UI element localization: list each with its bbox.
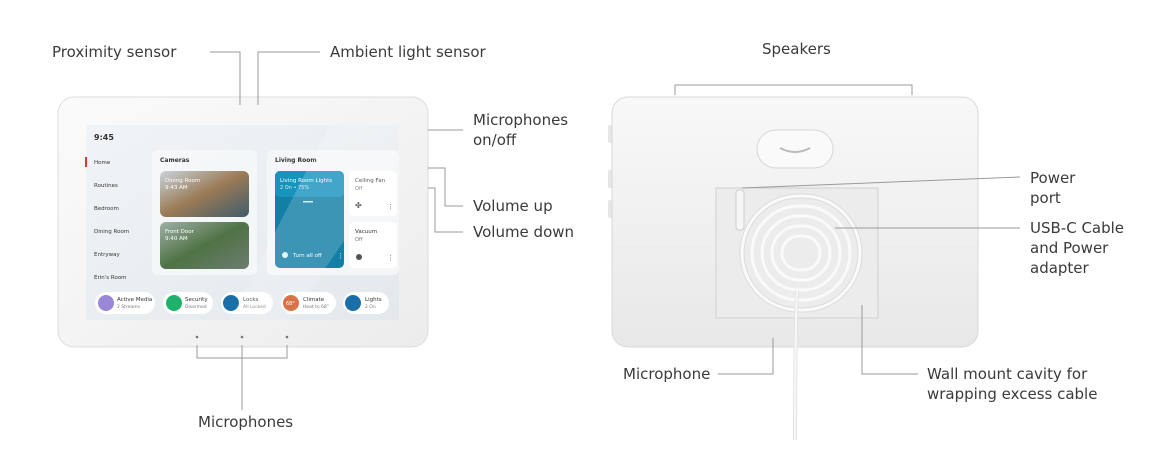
label-microphones: Microphones [198, 413, 293, 431]
microphone-hole [195, 335, 199, 339]
svg-text:All Locked: All Locked [243, 304, 266, 310]
screen-glare [230, 125, 399, 320]
label-power-port: Power [1030, 169, 1076, 187]
label-usbc-cable: USB-C Cable [1030, 219, 1124, 237]
label-wall-mount-cavity: Wall mount cavity for [927, 365, 1088, 383]
thermostat-icon [283, 295, 299, 311]
camera-dining-room[interactable] [160, 171, 249, 217]
label-volume-up: Volume up [473, 197, 553, 215]
security-icon [166, 295, 182, 311]
coiled-cable [739, 193, 863, 313]
svg-text:68°: 68° [286, 301, 295, 307]
clock: 9:45 [94, 133, 114, 142]
bulb-icon [345, 295, 361, 311]
svg-text:Climate: Climate [303, 297, 325, 303]
label-microphone: Microphone [623, 365, 710, 383]
more-icon: ⋮ [387, 203, 394, 211]
media-icon [98, 295, 114, 311]
svg-text:port: port [1030, 189, 1061, 207]
svg-text:Lights: Lights [365, 297, 382, 303]
svg-text:Living Room Lights: Living Room Lights [280, 178, 332, 184]
nav-bedroom[interactable]: Bedroom [94, 206, 119, 212]
svg-text:wrapping excess cable: wrapping excess cable [927, 385, 1097, 403]
label-volume-down: Volume down [473, 223, 574, 241]
more-icon: ⋮ [387, 254, 394, 262]
svg-text:Living Room: Living Room [275, 157, 317, 164]
back-callouts: Speakers Power port USB-C Cable and Powe… [623, 40, 1124, 403]
turn-all-off-button[interactable]: Turn all off [292, 253, 322, 259]
svg-text:Ceiling Fan: Ceiling Fan [355, 178, 386, 184]
svg-text:Off: Off [355, 237, 363, 243]
svg-text:adapter: adapter [1030, 259, 1090, 277]
svg-text:Locks: Locks [243, 297, 259, 303]
svg-text:Active Media: Active Media [117, 297, 152, 303]
logo [779, 147, 811, 153]
nav-dining-room[interactable]: Dining Room [94, 229, 129, 235]
microphone-hole [285, 335, 289, 339]
vacuum-icon [356, 254, 362, 260]
nav-entryway[interactable]: Entryway [94, 252, 121, 258]
svg-text:Heat to 68°: Heat to 68° [303, 304, 329, 310]
svg-text:Off: Off [355, 186, 363, 192]
label-speakers: Speakers [762, 40, 831, 58]
bulb-icon [282, 252, 288, 258]
nav-routines[interactable]: Routines [94, 183, 118, 189]
more-icon: ⋮ [337, 252, 344, 260]
lock-icon [223, 295, 239, 311]
svg-text:2 On: 2 On [365, 304, 376, 310]
status-chips: Active Media 2 Streams Security Disarmed… [95, 292, 389, 314]
ceiling-fan-tile[interactable] [349, 171, 397, 216]
nav-erins-room[interactable]: Erin's Room [94, 275, 127, 281]
svg-text:9:43 AM: 9:43 AM [165, 185, 188, 191]
svg-text:2 Streams: 2 Streams [117, 304, 141, 310]
front-callouts: Proximity sensor Ambient light sensor Mi… [52, 43, 574, 431]
svg-text:Security: Security [185, 297, 208, 303]
label-proximity-sensor: Proximity sensor [52, 43, 177, 61]
svg-text:Front Door: Front Door [165, 229, 195, 235]
nav-home[interactable]: Home [94, 160, 111, 166]
logo-recess [756, 129, 834, 169]
svg-text:Cameras: Cameras [160, 157, 190, 164]
active-nav-indicator [85, 157, 87, 167]
front-device: 9:45 Home Routines Bedroom Dining Room E… [57, 96, 429, 348]
svg-text:Disarmed: Disarmed [185, 304, 207, 310]
label-ambient-light-sensor: Ambient light sensor [330, 43, 487, 61]
svg-text:Vacuum: Vacuum [355, 229, 377, 235]
label-microphones-onoff: Microphones [473, 111, 568, 129]
svg-text:2 On • 75%: 2 On • 75% [280, 185, 309, 191]
svg-text:on/off: on/off [473, 131, 517, 149]
svg-text:9:40 AM: 9:40 AM [165, 236, 188, 242]
microphone-hole [240, 335, 244, 339]
svg-text:Dining Room: Dining Room [165, 178, 200, 184]
back-device [608, 96, 979, 441]
svg-text:and Power: and Power [1030, 239, 1109, 257]
camera-front-door[interactable] [160, 222, 249, 269]
power-port-plug [735, 189, 745, 231]
fan-icon: ✤ [355, 201, 362, 210]
